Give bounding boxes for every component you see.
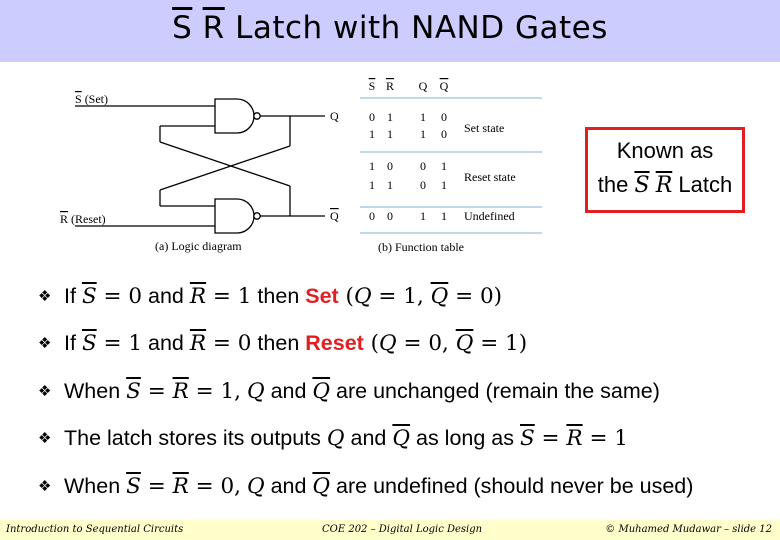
cell: 1: [441, 159, 447, 173]
logic-diagram: S (Set) R (Reset) Q Q (a) Logic diagram: [60, 92, 339, 253]
cell: 1: [387, 127, 393, 141]
cell: 0: [441, 127, 447, 141]
diamond-bullet-icon: ❖: [38, 288, 52, 305]
slide-footer: Introduction to Sequential Circuits COE …: [0, 520, 780, 540]
cell: 1: [420, 127, 426, 141]
th-q: Q: [419, 79, 428, 93]
known-as-callout: Known as the S R Latch: [585, 127, 745, 213]
th-s: S: [369, 79, 376, 93]
diamond-bullet-icon: ❖: [38, 335, 52, 352]
state-set: Set state: [464, 121, 504, 135]
title-rest: Latch with NAND Gates: [224, 10, 608, 46]
callout-line1: Known as: [616, 138, 714, 163]
cell: 0: [387, 209, 393, 223]
cell: 1: [420, 110, 426, 124]
title-s: S: [172, 10, 193, 46]
cell: 0: [387, 159, 393, 173]
reset-keyword: Reset: [305, 331, 364, 355]
nand-gate-bottom: [214, 198, 255, 234]
cell: 1: [369, 127, 375, 141]
table-caption: (b) Function table: [378, 240, 464, 254]
title-r: R: [202, 10, 225, 46]
footer-center: COE 202 – Digital Logic Design: [322, 524, 483, 535]
cell: 0: [420, 159, 426, 173]
cell: 1: [387, 110, 393, 124]
slide-title: S R Latch with NAND Gates: [0, 10, 780, 46]
cell: 1: [441, 178, 447, 192]
function-table: S R Q Q 0 1 1 0 1 1 1 0 1 0 0 1 1 1 0 1 …: [360, 79, 542, 254]
state-reset: Reset state: [464, 170, 516, 184]
r-input-label: R (Reset): [60, 212, 106, 226]
diagram-caption: (a) Logic diagram: [155, 239, 242, 253]
footer-left: Introduction to Sequential Circuits: [6, 524, 184, 535]
footer-right: © Muhamed Mudawar – slide 12: [605, 524, 772, 535]
cell: 1: [369, 159, 375, 173]
cell: 0: [369, 209, 375, 223]
cell: 0: [441, 110, 447, 124]
s-input-label: S (Set): [75, 92, 108, 106]
diamond-bullet-icon: ❖: [38, 430, 52, 447]
bullet-reset: ❖If S = 1 and R = 0 then Reset (Q = 0, Q…: [38, 331, 528, 356]
bullet-stores: ❖The latch stores its outputs Q and Q as…: [38, 426, 628, 451]
diamond-bullet-icon: ❖: [38, 478, 52, 495]
nand-gate-top: [214, 98, 255, 134]
th-qbar: Q: [440, 79, 449, 93]
set-keyword: Set: [305, 284, 339, 308]
diamond-bullet-icon: ❖: [38, 383, 52, 400]
q-output-label: Q: [330, 109, 339, 123]
th-r: R: [386, 79, 394, 93]
state-undefined: Undefined: [464, 209, 515, 223]
cell: 0: [420, 178, 426, 192]
bullet-set: ❖If S = 0 and R = 1 then Set (Q = 1, Q =…: [38, 284, 503, 309]
cell: 0: [369, 110, 375, 124]
cell: 1: [387, 178, 393, 192]
bullet-unchanged: ❖When S = R = 1, Q and Q are unchanged (…: [38, 379, 660, 404]
qbar-output-label: Q: [330, 209, 339, 223]
callout-line2: the S R Latch: [597, 172, 733, 198]
cell: 1: [420, 209, 426, 223]
cell: 1: [369, 178, 375, 192]
cell: 1: [441, 209, 447, 223]
title-bar: [0, 0, 780, 62]
bullet-undefined: ❖When S = R = 0, Q and Q are undefined (…: [38, 474, 694, 499]
